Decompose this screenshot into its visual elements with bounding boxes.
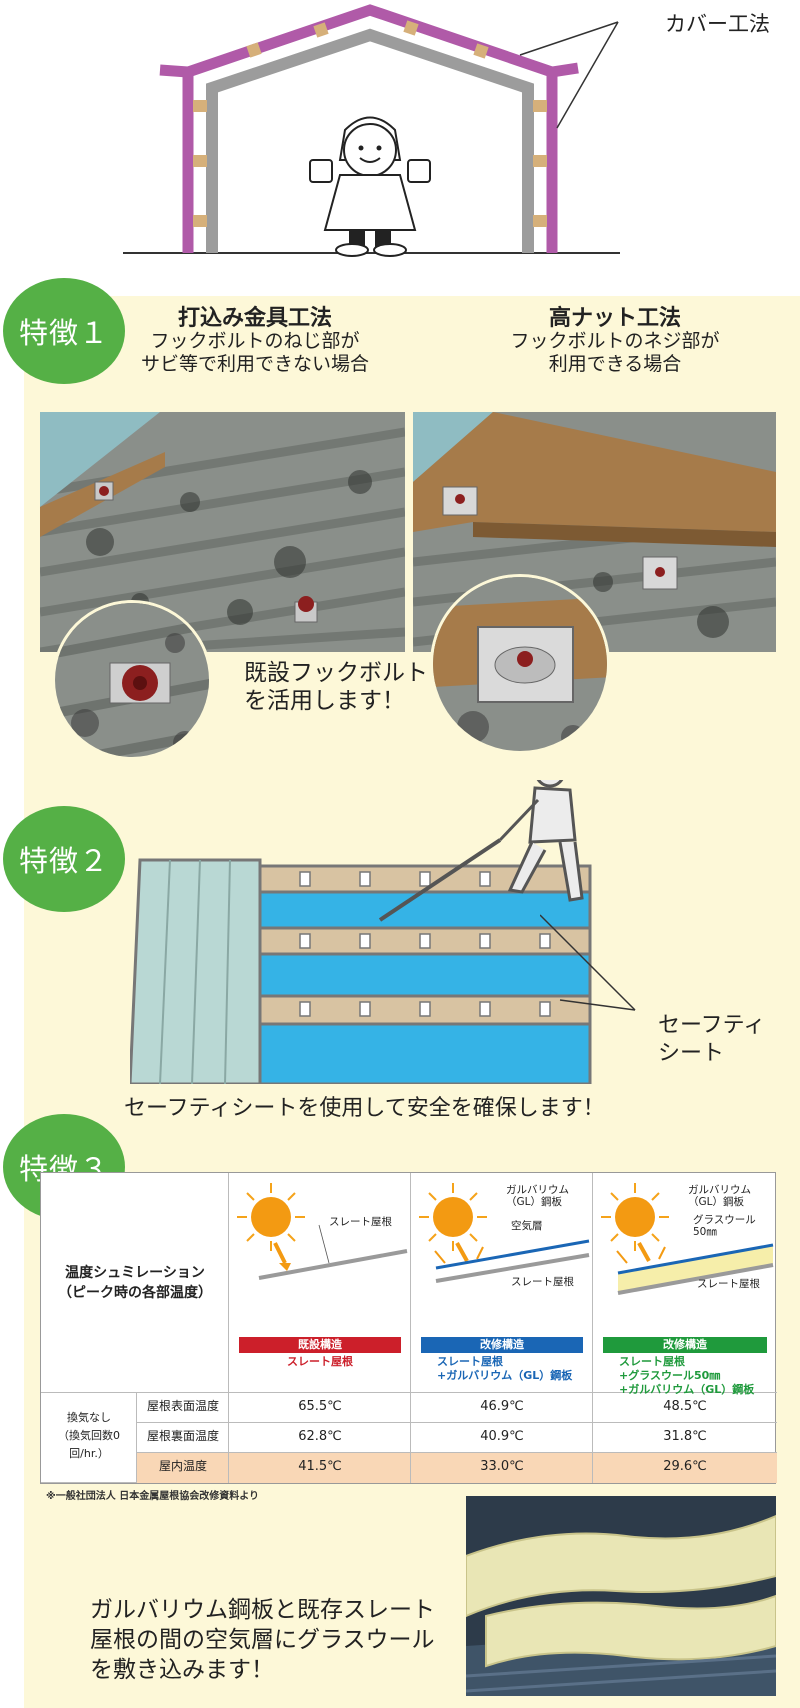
existing-structure-desc: スレート屋根 bbox=[287, 1355, 353, 1368]
sun-air-layer-diagram: ガルバリウム（GL）鋼板 空気層 スレート屋根 bbox=[419, 1183, 590, 1288]
cover-method-label: カバー工法 bbox=[665, 12, 770, 36]
row-label-roof-surface: 屋根表面温度 bbox=[146, 1399, 219, 1413]
label-slate-roof-3: スレート屋根 bbox=[697, 1277, 760, 1290]
high-nut-photo bbox=[413, 412, 776, 652]
table-cell: 46.9℃ bbox=[411, 1393, 593, 1423]
feature2-badge: 特徴２ bbox=[3, 806, 125, 912]
feature1-badge: 特徴１ bbox=[3, 278, 125, 384]
safety-sheet-illustration bbox=[130, 780, 600, 1084]
table-cell: 48.5℃ bbox=[593, 1393, 777, 1423]
value-indoor-air: 33.0℃ bbox=[480, 1459, 524, 1474]
table-cell: 31.8℃ bbox=[593, 1423, 777, 1453]
source-note: ※一般社団法人 日本金属屋根協会改修資料より bbox=[46, 1491, 260, 1502]
safety-sheet-leader-lines bbox=[540, 914, 636, 1011]
value-roof-surface-air: 46.9℃ bbox=[480, 1399, 524, 1414]
value-roof-underside-air: 40.9℃ bbox=[480, 1429, 524, 1444]
value-indoor-glasswool: 29.6℃ bbox=[663, 1459, 707, 1474]
column-renovated-air: ガルバリウム（GL）鋼板 空気層 スレート屋根 改修構造 スレート屋根 +ガルバ… bbox=[411, 1173, 593, 1393]
row-label-cell: 屋根表面温度 bbox=[137, 1393, 229, 1423]
value-roof-underside-glasswool: 31.8℃ bbox=[663, 1429, 707, 1444]
table-cell: 33.0℃ bbox=[411, 1453, 593, 1483]
safety-caption: セーフティシートを使用して安全を確保します！ bbox=[124, 1096, 605, 1121]
column-existing: スレート屋根 既設構造 スレート屋根 bbox=[229, 1173, 411, 1393]
row-label-roof-underside: 屋根裏面温度 bbox=[146, 1429, 219, 1443]
label-slate-roof: スレート屋根 bbox=[329, 1215, 392, 1228]
table-cell: 62.8℃ bbox=[229, 1423, 411, 1453]
driven-bracket-method-title: 打込み金具工法 bbox=[177, 306, 332, 331]
glasswool-description: ガルバリウム鋼板と既存スレート 屋根の間の空気層にグラスウール を敷き込みます！ bbox=[90, 1597, 435, 1683]
table-cell: 29.6℃ bbox=[593, 1453, 777, 1483]
temperature-simulation-table: 温度シュミレーション （ピーク時の各部温度） スレート屋根 既設構造 スレート屋… bbox=[40, 1172, 777, 1484]
safety-sheet-label: セーフティ シート bbox=[658, 1013, 766, 1066]
driven-bracket-method-subtitle: フックボルトのねじ部が サビ等で利用できない場合 bbox=[140, 330, 369, 375]
high-nut-method-title: 高ナット工法 bbox=[548, 306, 681, 331]
existing-structure-tag: 既設構造 bbox=[239, 1337, 401, 1353]
high-nut-closeup bbox=[430, 574, 610, 754]
cover-method-house-illustration bbox=[123, 4, 620, 257]
existing-hook-bolt-callout: 既設フックボルト を活用します！ bbox=[244, 660, 428, 714]
label-galvalume: ガルバリウム（GL）鋼板 bbox=[506, 1184, 569, 1208]
sun-slate-diagram: スレート屋根 bbox=[237, 1183, 408, 1280]
house-diagram: カバー工法 bbox=[0, 0, 800, 275]
label-air-layer: 空気層 bbox=[511, 1219, 543, 1232]
row-label-cell: 屋内温度 bbox=[137, 1453, 229, 1483]
driven-bracket-closeup bbox=[52, 600, 212, 760]
high-nut-method-subtitle: フックボルトのネジ部が 利用できる場合 bbox=[510, 330, 720, 375]
renovated-structure-desc: スレート屋根 +ガルバリウム（GL）鋼板 bbox=[437, 1355, 573, 1382]
table-title-cell: 温度シュミレーション （ピーク時の各部温度） bbox=[41, 1173, 229, 1393]
renovated-glasswool-tag: 改修構造 bbox=[603, 1337, 767, 1353]
table-cell: 41.5℃ bbox=[229, 1453, 411, 1483]
renovated-glasswool-desc: スレート屋根 +グラスウール50㎜ +ガルバリウム（GL）鋼板 bbox=[619, 1355, 755, 1396]
ventilation-group-cell: 換気なし （換気回数0回/hr.） bbox=[41, 1393, 137, 1483]
value-roof-underside-existing: 62.8℃ bbox=[298, 1429, 342, 1444]
label-galvalume-2: ガルバリウム（GL）鋼板 bbox=[688, 1184, 751, 1208]
ventilation-group-label: 換気なし （換気回数0回/hr.） bbox=[58, 1411, 120, 1460]
value-indoor-existing: 41.5℃ bbox=[298, 1459, 342, 1474]
renovated-structure-tag: 改修構造 bbox=[421, 1337, 583, 1353]
table-cell: 65.5℃ bbox=[229, 1393, 411, 1423]
table-cell: 40.9℃ bbox=[411, 1423, 593, 1453]
value-roof-surface-existing: 65.5℃ bbox=[298, 1399, 342, 1414]
glasswool-photo bbox=[466, 1496, 776, 1696]
row-label-indoor: 屋内温度 bbox=[158, 1459, 207, 1473]
table-title: 温度シュミレーション （ピーク時の各部温度） bbox=[58, 1265, 212, 1301]
value-roof-surface-glasswool: 48.5℃ bbox=[663, 1399, 707, 1414]
row-label-cell: 屋根裏面温度 bbox=[137, 1423, 229, 1453]
label-slate-roof-2: スレート屋根 bbox=[511, 1275, 574, 1288]
